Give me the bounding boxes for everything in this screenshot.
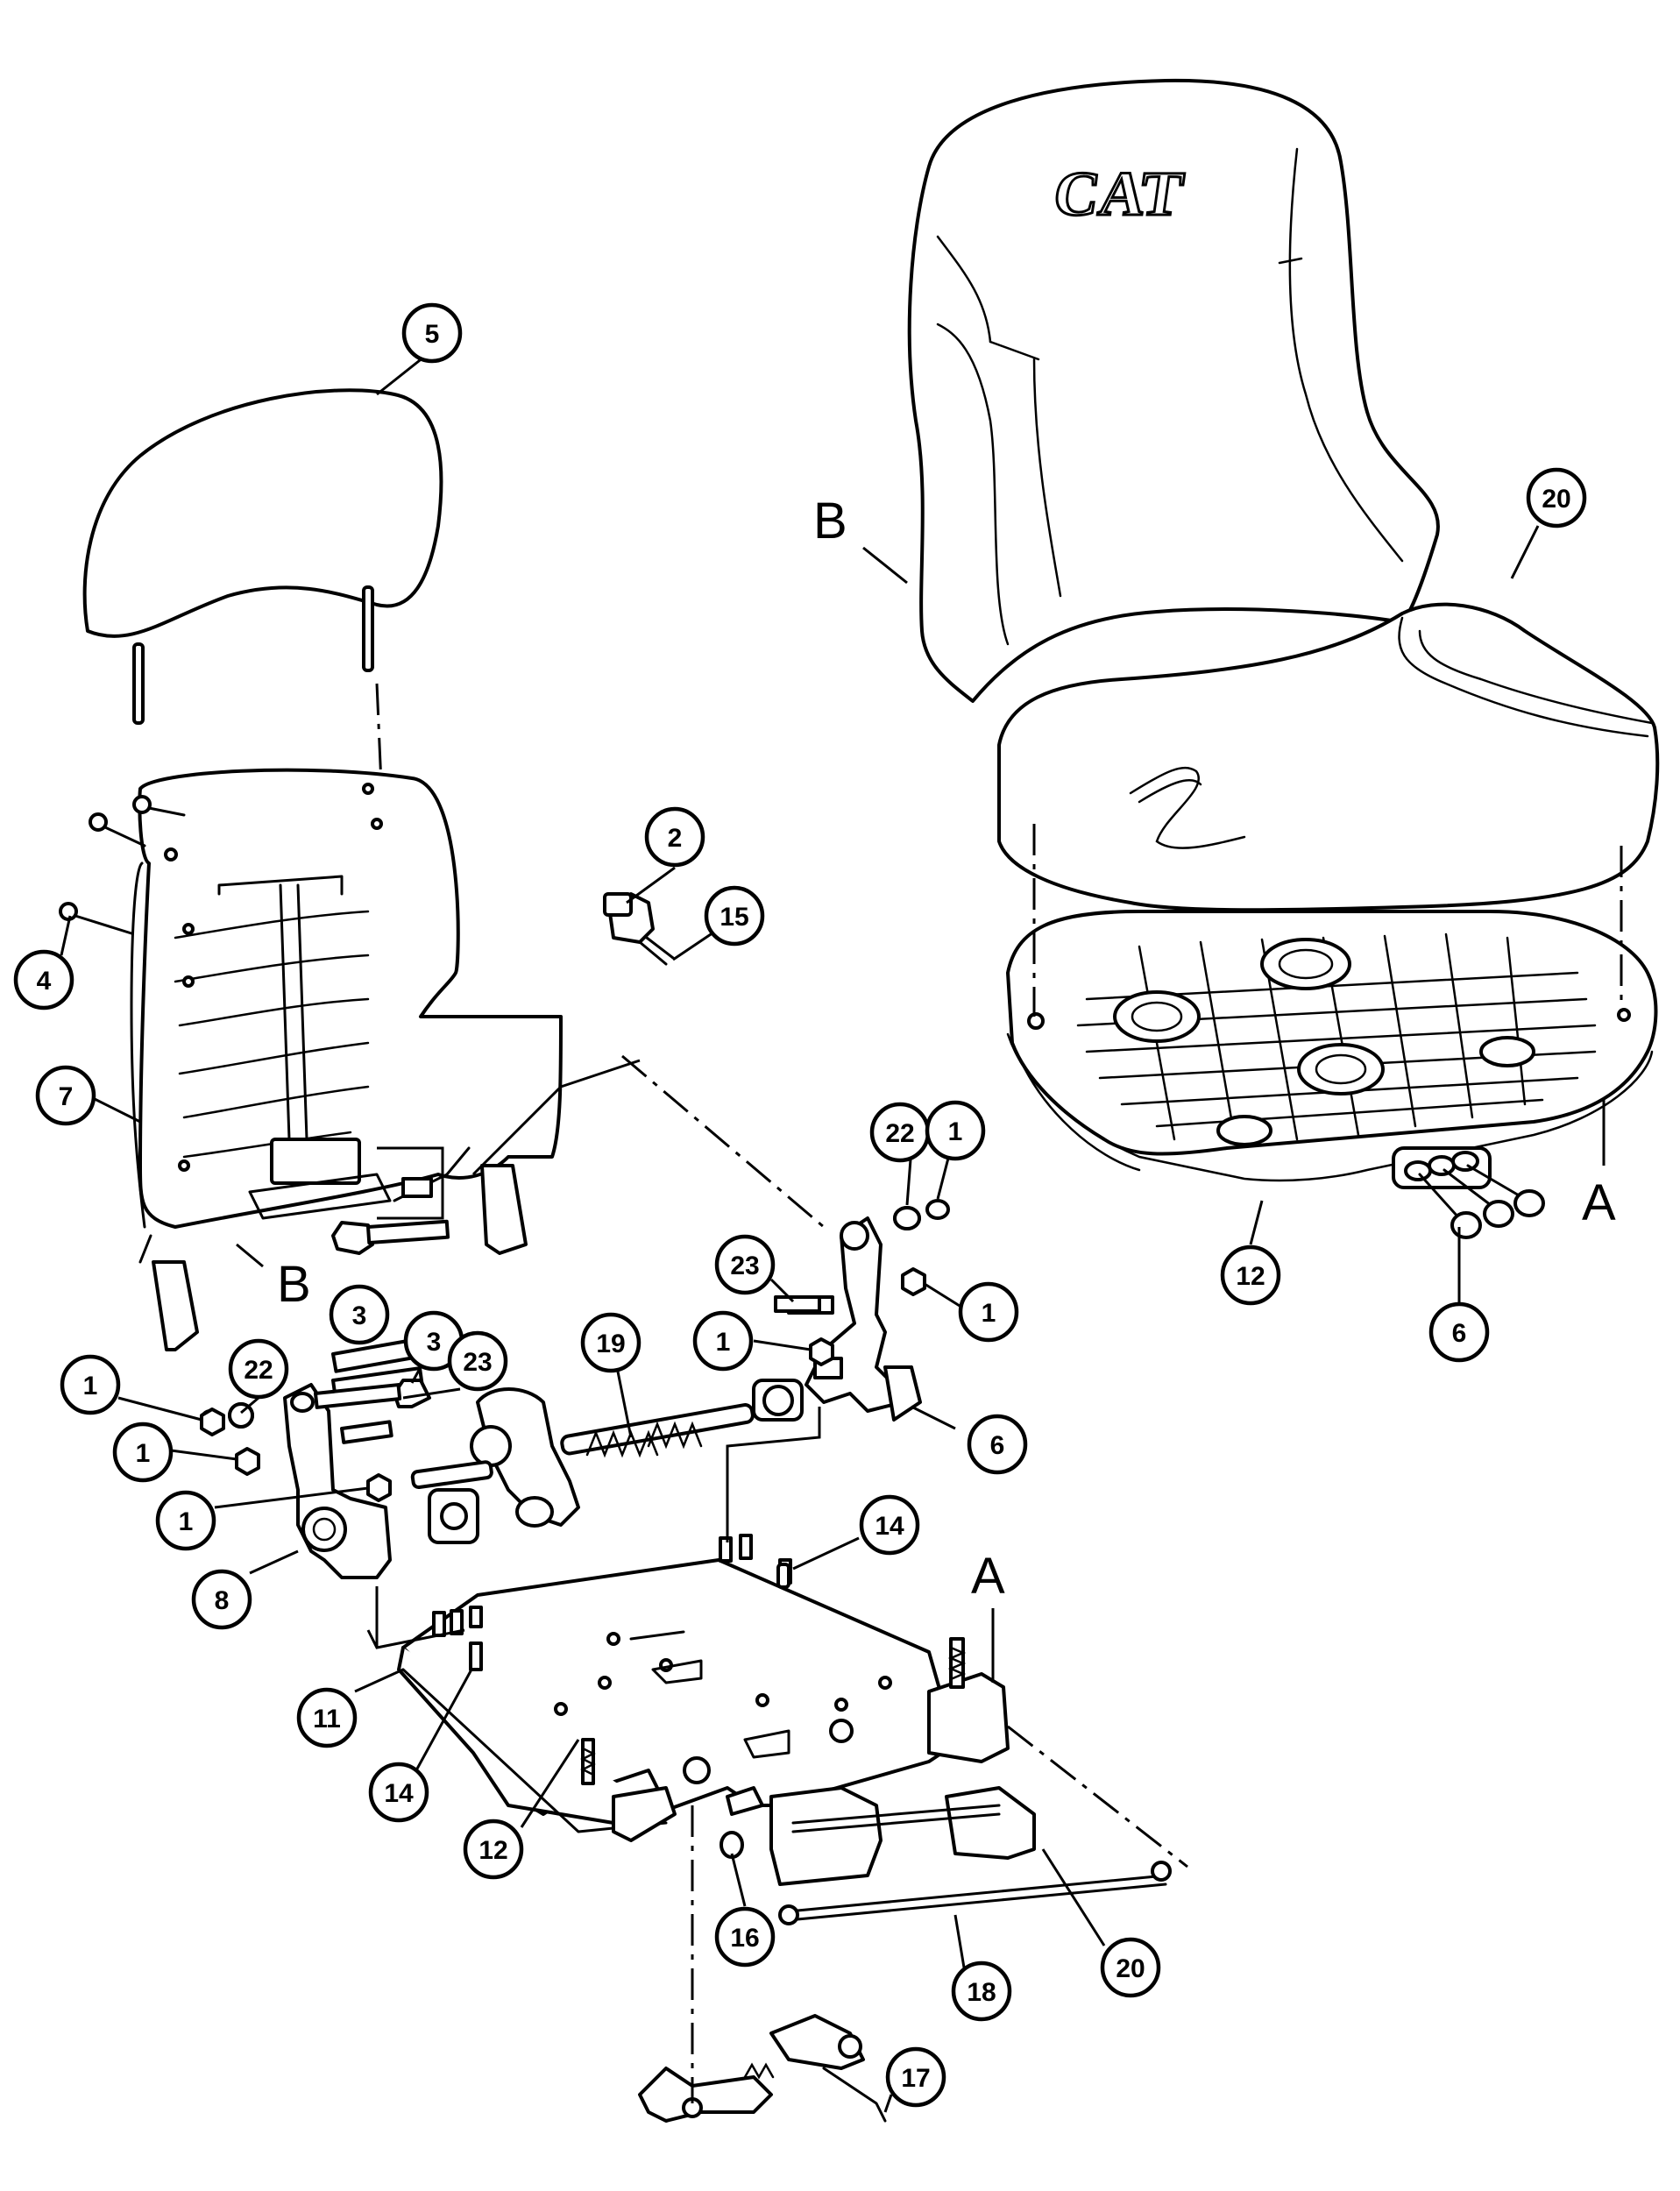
knob (1483, 1200, 1514, 1228)
svg-text:20: 20 (1116, 1954, 1145, 1983)
svg-text:4: 4 (37, 967, 52, 996)
callout-15: 15 (704, 885, 765, 947)
svg-text:5: 5 (425, 320, 440, 349)
svg-text:22: 22 (244, 1356, 273, 1385)
svg-text:1: 1 (179, 1507, 194, 1536)
reference-letters: B A B A (236, 493, 1616, 1683)
callout-11: 11 (296, 1687, 358, 1748)
callout-3-upper: 3 (329, 1284, 390, 1345)
reference-b-upper: B (813, 493, 847, 550)
callout-16: 16 (714, 1906, 776, 1968)
svg-text:2: 2 (668, 824, 683, 853)
svg-text:19: 19 (596, 1329, 625, 1358)
lower-latch-link (638, 1756, 887, 2123)
assembly-guide-lines (366, 1054, 1188, 1868)
cat-logo: CAT (1049, 159, 1187, 229)
callout-22-right: 22 (869, 1102, 931, 1163)
svg-text:12: 12 (478, 1836, 507, 1865)
svg-text:23: 23 (730, 1251, 759, 1280)
svg-text:18: 18 (967, 1978, 996, 2007)
callout-22-left: 22 (228, 1338, 289, 1400)
callout-19: 19 (580, 1312, 642, 1373)
hardware (200, 1206, 926, 1589)
svg-text:6: 6 (1452, 1319, 1467, 1348)
seat-back-frame (59, 768, 563, 1351)
callout-1-right-top: 1 (925, 1100, 986, 1161)
callout-21: 20 (1526, 467, 1587, 528)
svg-text:3: 3 (427, 1328, 442, 1357)
callout-14-right: 14 (859, 1494, 920, 1556)
svg-text:16: 16 (730, 1924, 759, 1953)
base-plate (397, 1534, 1010, 1842)
callout-13: 12 (1220, 1244, 1281, 1306)
reference-b-lower: B (277, 1256, 311, 1313)
assembled-seat-cushion (997, 602, 1660, 912)
callout-4: 4 (13, 949, 74, 1010)
svg-text:14: 14 (875, 1512, 904, 1541)
callout-12: 12 (463, 1819, 524, 1880)
headrest (82, 388, 443, 785)
callout-1-center: 1 (692, 1310, 754, 1372)
callout-14-left: 14 (368, 1762, 429, 1823)
svg-text:1: 1 (716, 1328, 731, 1357)
callout-1-left-top: 1 (60, 1354, 121, 1415)
callout-6: 6 (967, 1414, 1028, 1475)
callout-1-left-mid: 1 (112, 1422, 174, 1483)
callout-1-left-low: 1 (155, 1490, 216, 1551)
callout-2: 2 (644, 806, 705, 868)
reference-a-lower: A (971, 1548, 1005, 1605)
callout-23-right: 23 (714, 1234, 776, 1295)
knob (1513, 1189, 1545, 1217)
callout-9: 8 (191, 1569, 252, 1630)
seat-slide-latch-handle (726, 1786, 1172, 1925)
svg-text:12: 12 (1236, 1262, 1265, 1291)
callout-18: 18 (951, 1961, 1012, 2022)
callout-leaders (60, 349, 1540, 2113)
assembled-backrest (907, 78, 1440, 703)
svg-text:1: 1 (982, 1299, 996, 1328)
svg-text:7: 7 (59, 1082, 74, 1111)
svg-text:15: 15 (719, 903, 748, 932)
svg-text:14: 14 (384, 1779, 414, 1808)
svg-text:22: 22 (885, 1119, 914, 1148)
callout-23-left: 23 (447, 1330, 508, 1392)
assembled-seat: CAT (907, 78, 1660, 1239)
svg-text:6: 6 (990, 1431, 1005, 1460)
svg-text:11: 11 (313, 1705, 341, 1734)
callout-8: 7 (35, 1065, 96, 1126)
callout-7: 6 (1428, 1301, 1490, 1363)
callout-1-right-mid: 1 (958, 1281, 1019, 1343)
svg-text:23: 23 (463, 1348, 492, 1377)
callout-5: 5 (401, 302, 463, 364)
recliner-mechanism (410, 1379, 804, 1544)
svg-text:1: 1 (948, 1117, 963, 1146)
callout-17: 17 (885, 2046, 946, 2108)
reference-a-upper: A (1582, 1174, 1616, 1231)
svg-text:8: 8 (215, 1586, 230, 1615)
svg-text:3: 3 (352, 1301, 367, 1330)
lever-and-pin (603, 892, 675, 966)
svg-text:1: 1 (83, 1372, 98, 1400)
knob (1450, 1211, 1482, 1239)
callout-20: 20 (1100, 1937, 1161, 1998)
svg-text:1: 1 (136, 1439, 151, 1468)
svg-text:17: 17 (901, 2064, 930, 2093)
svg-text:20: 20 (1542, 485, 1570, 514)
